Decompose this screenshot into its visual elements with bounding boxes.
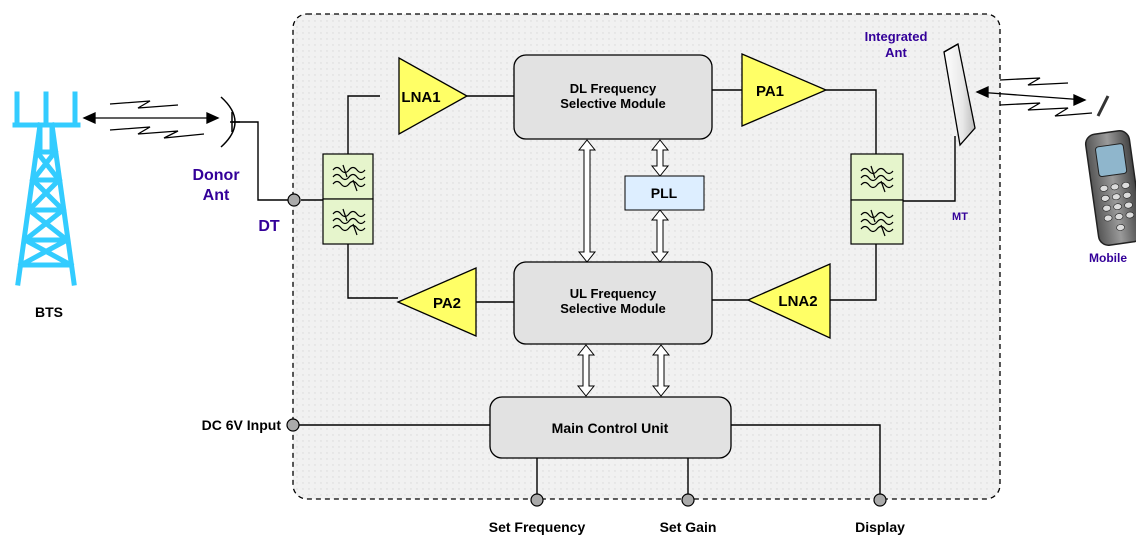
dt-port [287,193,301,207]
donor-ant-label-2: Ant [203,187,230,204]
bts-donor-link-icon [82,100,220,139]
set-frequency-label: Set Frequency [489,519,586,535]
dl-frequency-module: DL Frequency Selective Module [513,54,713,140]
lna2-amplifier: LNA2 [746,263,831,340]
bts-label: BTS [35,304,63,320]
left-duplexer [322,153,374,245]
signal-wires [230,89,956,494]
set-gain-label: Set Gain [660,519,717,535]
mt-label: MT [952,211,968,223]
pa1-amplifier: PA1 [741,53,828,127]
set-gain-port [681,493,695,507]
dl-module-label-1: DL Frequency [570,81,657,96]
lna2-label: LNA2 [778,293,817,310]
ports [286,193,887,507]
bts-tower-icon [12,91,81,286]
pa1-label: PA1 [756,83,784,100]
dl-module-label-2: Selective Module [560,96,665,111]
integrated-mobile-link-icon [975,77,1093,117]
filter-wave-icon [860,165,894,193]
filter-wave-icon [332,208,366,236]
donor-ant-label-1: Donor [192,167,239,184]
dc-input-port [286,418,300,432]
main-control-unit: Main Control Unit [489,396,732,459]
lna1-label: LNA1 [401,89,440,106]
dc-input-label: DC 6V Input [202,417,282,433]
mobile-phone-icon [1084,95,1136,246]
dt-label: DT [258,218,280,235]
ul-frequency-module: UL Frequency Selective Module [513,261,713,345]
filter-wave-icon [332,164,366,192]
set-frequency-port [530,493,544,507]
integrated-ant-label-1: Integrated [865,29,928,44]
lna1-amplifier: LNA1 [398,56,469,136]
repeater-enclosure [292,13,1001,500]
pa2-label: PA2 [433,295,461,312]
ul-mcu-arrow-left [576,344,596,397]
ul-mcu-arrow-right [651,344,671,397]
pll-block: PLL [624,175,705,211]
ul-module-label-1: UL Frequency [570,286,657,301]
pa2-amplifier: PA2 [396,267,477,337]
donor-antenna-icon [220,96,240,148]
pll-label: PLL [651,185,678,201]
display-label: Display [855,519,905,535]
mobile-label: Mobile [1089,251,1127,265]
ul-module-label-2: Selective Module [560,301,665,316]
integrated-antenna-icon [943,42,976,147]
right-duplexer [850,153,904,245]
filter-wave-icon [860,209,894,237]
display-port [873,493,887,507]
main-control-label: Main Control Unit [552,420,669,436]
integrated-ant-label-2: Ant [885,45,907,60]
